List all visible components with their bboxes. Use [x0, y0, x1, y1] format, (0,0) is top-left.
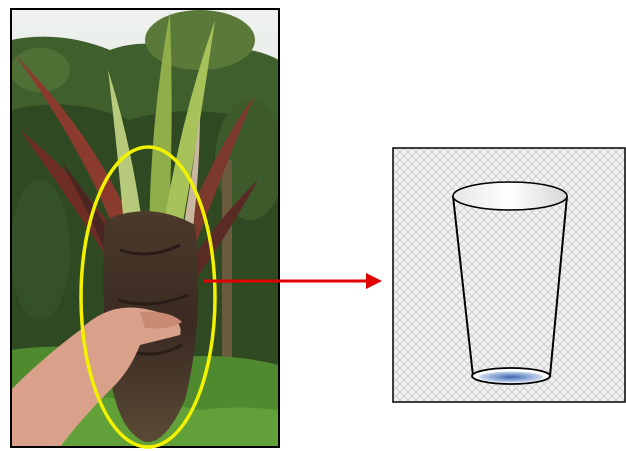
tree-canopy: [10, 180, 70, 320]
tree-canopy: [145, 10, 255, 70]
cup-illustration-panel: [393, 148, 625, 402]
tree-trunk: [222, 160, 232, 380]
bromeliad-photo: [10, 9, 285, 447]
cup-rim: [453, 182, 567, 210]
water-at-bottom: [479, 372, 543, 383]
arrow-head: [366, 273, 382, 289]
